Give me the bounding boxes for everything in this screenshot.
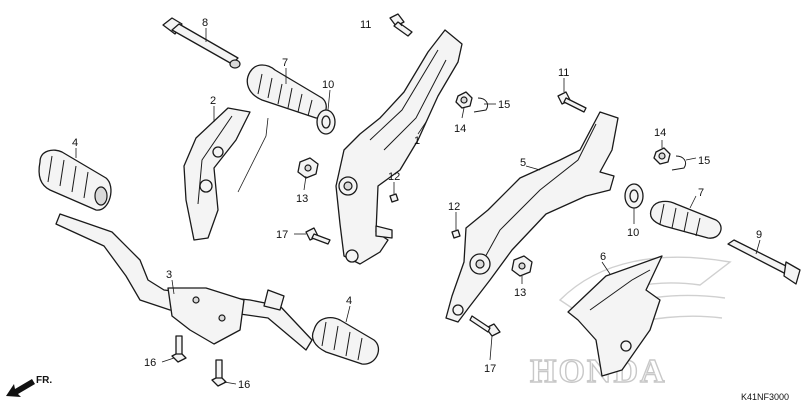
part-15-clip-upper — [473, 97, 489, 113]
callout-17-left: 17 — [276, 229, 288, 241]
callout-7-upper: 7 — [282, 57, 288, 69]
callout-numbers: 8 7 10 11 2 1 14 15 4 13 12 17 3 4 16 16… — [72, 17, 762, 391]
part-13-nut-right — [511, 255, 533, 277]
part-9-pin-right — [727, 239, 801, 285]
callout-9: 9 — [756, 229, 762, 241]
part-3-footpeg-bar — [55, 213, 313, 351]
honda-watermark: HONDA — [530, 353, 667, 390]
callout-14-right: 14 — [654, 127, 666, 139]
callout-11-upper: 11 — [360, 19, 371, 31]
part-8-pin — [162, 17, 241, 69]
part-12-screw-right — [451, 229, 461, 239]
part-15-clip-right — [671, 155, 687, 171]
part-16-bolt-a — [171, 335, 187, 363]
callout-17-right: 17 — [484, 363, 496, 375]
part-17-bolt-right — [469, 315, 501, 337]
part-2-heel-guard — [183, 107, 251, 241]
callout-12-right: 12 — [448, 201, 460, 213]
callout-4-left: 4 — [72, 137, 78, 149]
part-5-bracket-right — [445, 111, 619, 323]
part-1-bracket — [335, 29, 463, 265]
callout-10-upper: 10 — [322, 79, 334, 91]
part-11-bolt-top — [389, 13, 413, 37]
part-11-bolt-right — [557, 91, 587, 113]
callout-4-lower: 4 — [346, 295, 352, 307]
part-13-nut-left — [297, 157, 319, 179]
callout-16-a: 16 — [144, 357, 156, 369]
callout-12-left: 12 — [388, 171, 400, 183]
part-7-footpeg-rubber — [246, 64, 327, 119]
part-10-washer — [316, 109, 336, 135]
callout-13-right: 13 — [514, 287, 526, 299]
callout-14-upper: 14 — [454, 123, 466, 135]
honda-wing-logo-icon: HONDA — [529, 256, 732, 391]
part-16-bolt-b — [211, 359, 227, 387]
part-4-footpeg-rubber-lower — [311, 317, 379, 365]
callout-10-right: 10 — [627, 227, 639, 239]
part-6-side-cover — [567, 255, 663, 377]
part-10-washer-right — [624, 183, 644, 209]
part-17-bolt-left — [305, 227, 331, 245]
callout-6: 6 — [600, 251, 606, 263]
callout-8: 8 — [202, 17, 208, 29]
callout-2: 2 — [210, 95, 216, 107]
callout-7-right: 7 — [698, 187, 704, 199]
callout-15-right: 15 — [698, 155, 710, 167]
callout-11-right: 11 — [558, 67, 569, 79]
forward-arrow-icon: FR. — [6, 375, 52, 397]
callout-3: 3 — [166, 269, 172, 281]
callout-15-upper: 15 — [498, 99, 510, 111]
leader-lines — [75, 21, 761, 385]
callout-16-b: 16 — [238, 379, 250, 391]
drawing-code: K41NF3000 — [741, 392, 789, 402]
part-14-nut-right — [653, 147, 671, 165]
part-7-footpeg-rubber-right — [649, 200, 722, 239]
callout-5: 5 — [520, 157, 526, 169]
callout-13-left: 13 — [296, 193, 308, 205]
part-14-nut-upper — [455, 91, 473, 109]
part-4-footpeg-rubber-left — [38, 149, 112, 211]
callout-1: 1 — [414, 135, 420, 147]
part-12-screw-left — [389, 193, 399, 203]
direction-label: FR. — [36, 375, 52, 386]
